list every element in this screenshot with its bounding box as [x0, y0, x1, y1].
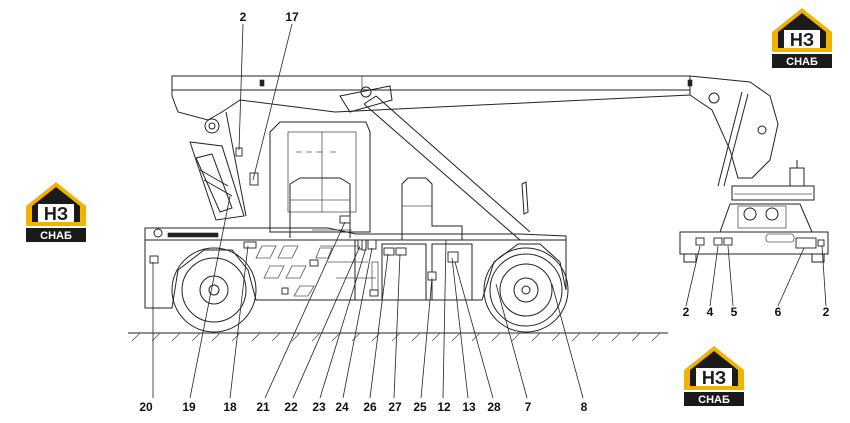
- logo-letters: НЗ: [702, 368, 726, 388]
- callout-19: 19: [182, 400, 196, 414]
- ground-hatching: [131, 332, 661, 342]
- spreader-end-view: [679, 203, 829, 263]
- callout-13: 13: [462, 400, 476, 414]
- telescopic-boom: [171, 75, 693, 134]
- callout-numbers-end-view: 2 4 5 6 2: [683, 305, 830, 319]
- logo-caption: СНАБ: [786, 56, 818, 68]
- callout-24: 24: [335, 400, 349, 414]
- ground: [128, 332, 668, 342]
- callout-numbers-top: 2 17: [240, 10, 299, 24]
- ladder: [312, 229, 376, 279]
- callout-12: 12: [437, 400, 451, 414]
- logo-letters: НЗ: [44, 204, 68, 224]
- callout-4: 4: [707, 305, 714, 319]
- logo-left: НЗ СНАБ: [26, 182, 86, 242]
- callout-21: 21: [256, 400, 270, 414]
- callout-27: 27: [388, 400, 402, 414]
- logo-caption: СНАБ: [40, 230, 72, 242]
- callout-22: 22: [284, 400, 298, 414]
- callout-26: 26: [363, 400, 377, 414]
- callout-7: 7: [525, 400, 532, 414]
- chassis: [144, 227, 567, 309]
- callout-25: 25: [413, 400, 427, 414]
- callout-28: 28: [487, 400, 501, 414]
- callout-17: 17: [285, 10, 299, 24]
- lift-cylinder: [339, 85, 531, 241]
- callout-6: 6: [775, 305, 782, 319]
- rear-wheel: [171, 247, 257, 333]
- callout-2-end-right: 2: [823, 305, 830, 319]
- mirror: [521, 181, 529, 215]
- rear-frame: [189, 111, 247, 221]
- callout-8: 8: [581, 400, 588, 414]
- front-wheel: [483, 247, 569, 333]
- callout-18: 18: [223, 400, 237, 414]
- logo-bottom-right: НЗ СНАБ: [684, 346, 744, 406]
- logo-top-right: НЗ СНАБ: [772, 8, 832, 68]
- callout-2-end-left: 2: [683, 305, 690, 319]
- callout-numbers-bottom: 20 19 18 21 22 23 24 26 27 25 12 13 28 7…: [139, 400, 587, 414]
- callout-5: 5: [731, 305, 738, 319]
- cabin: [269, 121, 463, 240]
- logo-caption: СНАБ: [698, 394, 730, 406]
- callout-2-top: 2: [240, 10, 247, 24]
- leader-lines: [152, 23, 827, 399]
- boom-head: [689, 75, 815, 201]
- logo-letters: НЗ: [790, 30, 814, 50]
- callout-20: 20: [139, 400, 153, 414]
- callout-23: 23: [312, 400, 326, 414]
